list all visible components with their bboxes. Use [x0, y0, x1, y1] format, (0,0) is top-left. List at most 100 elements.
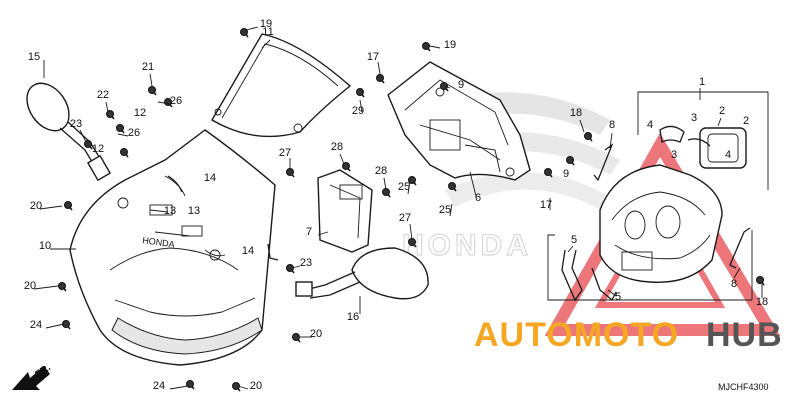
- callout-l29: 29: [352, 105, 364, 117]
- assembly-bracket-5: [547, 234, 752, 301]
- callout-l24b: 24: [153, 380, 165, 392]
- callout-l18b: 18: [756, 296, 768, 308]
- fastener-5: [356, 88, 365, 98]
- fastener-20: [286, 264, 295, 274]
- side-stay-right: [729, 227, 751, 269]
- callout-l13b: 13: [188, 205, 200, 217]
- callout-l15: 15: [28, 51, 40, 63]
- callout-l5b: 5: [615, 291, 621, 303]
- callout-l4b: 4: [725, 149, 731, 161]
- callout-l14a: 14: [204, 172, 216, 184]
- callout-l19a: 19: [260, 18, 272, 30]
- callout-l27a: 27: [279, 147, 291, 159]
- fastener-6: [544, 168, 553, 178]
- upper-stay: [387, 61, 531, 181]
- fastener-19: [232, 382, 241, 392]
- right-mirror: [295, 247, 429, 300]
- gasket: [699, 127, 747, 169]
- callout-l2a: 2: [719, 105, 725, 117]
- callout-l13a: 13: [164, 205, 176, 217]
- callout-l17a: 17: [367, 51, 379, 63]
- callout-l23a: 23: [70, 118, 82, 130]
- fastener-10: [148, 86, 157, 96]
- left-mirror: [26, 82, 112, 182]
- fastener-8: [756, 276, 765, 286]
- fastener-7: [584, 132, 593, 142]
- callout-l20c: 20: [310, 328, 322, 340]
- fastener-15: [84, 140, 93, 150]
- callout-l24a: 24: [30, 319, 42, 331]
- callout-l23b: 23: [300, 257, 312, 269]
- front-direction-arrow: FR.: [12, 362, 53, 390]
- watermark-text-hub: HUB: [706, 316, 783, 354]
- callout-l17b: 17: [540, 199, 552, 211]
- callout-l12a: 12: [134, 107, 146, 119]
- callout-l7: 7: [306, 226, 312, 238]
- callout-l26a: 26: [170, 95, 182, 107]
- callout-l25b: 25: [439, 204, 451, 216]
- callout-l26b: 26: [128, 127, 140, 139]
- clip-14-upper: [167, 175, 183, 193]
- callout-l9b: 9: [563, 168, 569, 180]
- fastener-22: [186, 380, 195, 390]
- leader-lines: [33, 26, 763, 390]
- callout-l16: 16: [347, 311, 359, 323]
- assembly-bracket-1: [637, 91, 769, 102]
- callout-l19b: 19: [444, 39, 456, 51]
- side-stay-left: [593, 143, 614, 182]
- clip-14-lower: [267, 243, 279, 261]
- callout-l20a: 20: [30, 200, 42, 212]
- callout-l28b: 28: [375, 165, 387, 177]
- air-duct: [317, 169, 373, 253]
- callout-l6: 6: [475, 192, 481, 204]
- callout-l5a: 5: [571, 234, 577, 246]
- fastener-23: [408, 176, 417, 186]
- callout-l27b: 27: [399, 212, 411, 224]
- cowl-emblem: HONDA: [142, 235, 176, 249]
- fastener-16: [64, 201, 73, 211]
- fasteners: [58, 28, 765, 392]
- fastener-4: [376, 74, 385, 84]
- callout-l2b: 2: [743, 115, 749, 127]
- fastener-12: [116, 124, 125, 134]
- fastener-18: [292, 333, 301, 343]
- fastener-24: [448, 182, 457, 192]
- wire-clip-upper: [561, 249, 583, 302]
- fastener-11: [106, 110, 115, 120]
- callout-l11: 11: [262, 26, 273, 38]
- wire-clip-lower: [591, 267, 617, 302]
- fastener-17: [58, 282, 67, 292]
- watermark-text-automoto: AUTOMOTO: [474, 316, 679, 354]
- honda-outline-text: HONDA: [402, 229, 532, 262]
- callout-l8b: 8: [731, 278, 737, 290]
- fastener-9: [566, 156, 575, 166]
- bulb-socket: [659, 125, 685, 143]
- callout-l3b: 3: [671, 149, 677, 161]
- fastener-1: [240, 28, 249, 38]
- callout-l25a: 25: [398, 181, 410, 193]
- fastener-21: [62, 320, 71, 330]
- callout-l18a: 18: [570, 107, 582, 119]
- diagram-code: MJCHF4300: [718, 382, 769, 392]
- callout-l1: 1: [699, 76, 705, 88]
- headlight-assembly: [599, 164, 723, 284]
- callout-l4a: 4: [647, 119, 653, 131]
- windscreen: [211, 33, 352, 138]
- callout-l20d: 20: [250, 380, 262, 392]
- fastener-27: [342, 162, 351, 172]
- callout-l21: 21: [142, 61, 154, 73]
- fastener-2: [422, 42, 431, 52]
- callout-l28a: 28: [331, 141, 343, 153]
- front-upper-cowl: [69, 129, 276, 366]
- callout-l20b: 20: [24, 280, 36, 292]
- callout-l14b: 14: [242, 245, 254, 257]
- callout-l8a: 8: [609, 119, 615, 131]
- fastener-14: [120, 148, 129, 158]
- callout-l9a: 9: [458, 79, 464, 91]
- callout-l22: 22: [97, 89, 109, 101]
- callout-l12b: 12: [92, 143, 104, 155]
- callout-l10: 10: [39, 240, 51, 252]
